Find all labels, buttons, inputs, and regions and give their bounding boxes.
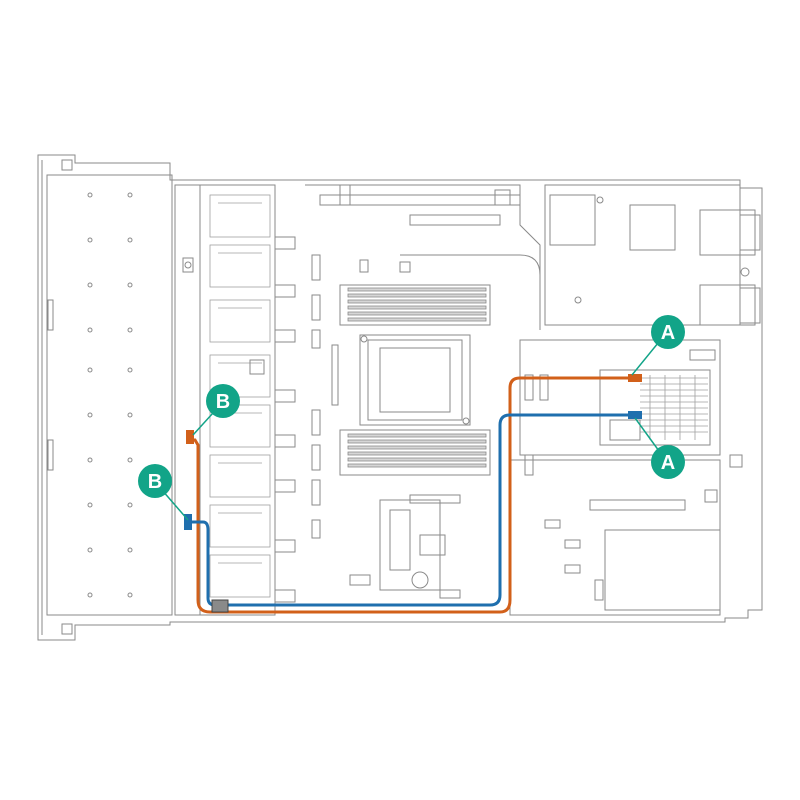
callout-label: A xyxy=(661,452,675,474)
dimm-slots-bottom xyxy=(347,433,487,468)
connector-b-orange xyxy=(186,430,194,444)
rear-components xyxy=(509,184,761,616)
cable-blue xyxy=(184,411,642,613)
dimm-slots-top xyxy=(347,287,487,322)
drive-bay xyxy=(87,192,133,598)
callout-label: A xyxy=(661,322,675,344)
callout-label: B xyxy=(216,391,230,413)
fan-array xyxy=(174,184,296,616)
callout-b-top: B xyxy=(206,384,240,418)
chassis xyxy=(37,154,763,641)
processor-socket xyxy=(359,334,471,426)
connector-a-blue xyxy=(628,411,642,419)
motherboard xyxy=(305,184,541,599)
heatsink-fins xyxy=(640,375,708,440)
callout-leaders xyxy=(154,331,668,521)
storage-controller xyxy=(519,339,721,456)
callout-a-top: A xyxy=(651,315,685,349)
cable-clip xyxy=(211,599,229,613)
connector-a-orange xyxy=(628,374,642,382)
callout-a-bottom: A xyxy=(651,445,685,479)
cable-orange xyxy=(186,374,642,614)
callout-label: B xyxy=(148,471,162,493)
connector-b-blue xyxy=(184,514,192,530)
callout-b-bottom: B xyxy=(138,464,172,498)
